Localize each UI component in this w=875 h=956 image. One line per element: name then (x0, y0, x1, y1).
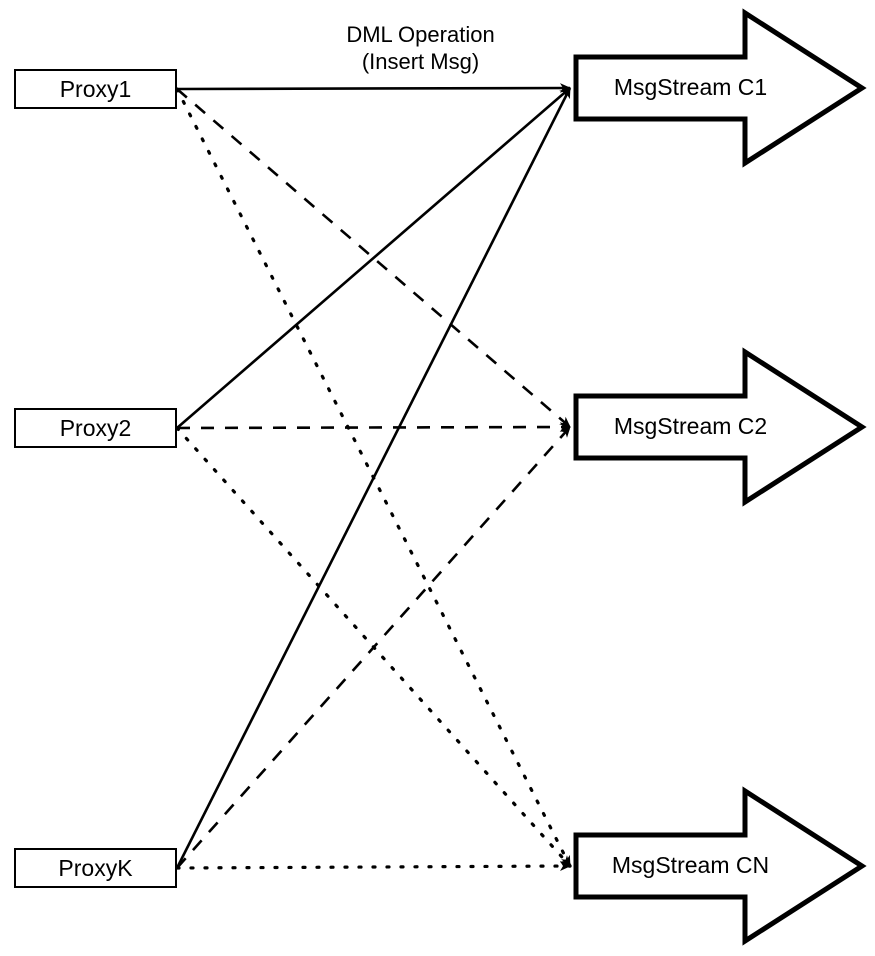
edge-proxyk-c2 (176, 426, 571, 869)
stream-label-c2: MsgStream C2 (613, 413, 768, 439)
proxy-node-proxyk[interactable]: ProxyK (14, 848, 177, 888)
stream-arrow-c1 (573, 8, 867, 168)
proxy-node-proxy2[interactable]: Proxy2 (14, 408, 177, 448)
caption-line-1: DML Operation (346, 22, 495, 47)
edge-proxy2-c1 (176, 87, 571, 429)
proxy-label-proxyk: ProxyK (58, 854, 133, 881)
edge-proxy1-c1 (176, 83, 571, 93)
stream-arrow-cn (573, 786, 867, 946)
stream-arrow-shapes (573, 8, 867, 946)
proxy-label-proxy1: Proxy1 (59, 75, 132, 102)
dml-operation-caption: DML Operation (Insert Msg) (283, 22, 558, 76)
stream-arrow-c2 (573, 347, 867, 507)
stream-label-cn: MsgStream CN (611, 852, 770, 878)
proxy-label-proxy2: Proxy2 (59, 414, 132, 441)
edge-proxyk-cn (175, 861, 572, 871)
edge-proxy2-c2 (176, 422, 571, 432)
edge-proxyk-c1 (175, 87, 572, 869)
proxy-node-proxy1[interactable]: Proxy1 (14, 69, 177, 109)
connector-edges (175, 83, 572, 871)
caption-line-2: (Insert Msg) (361, 48, 480, 74)
stream-label-c1: MsgStream C1 (613, 74, 768, 100)
